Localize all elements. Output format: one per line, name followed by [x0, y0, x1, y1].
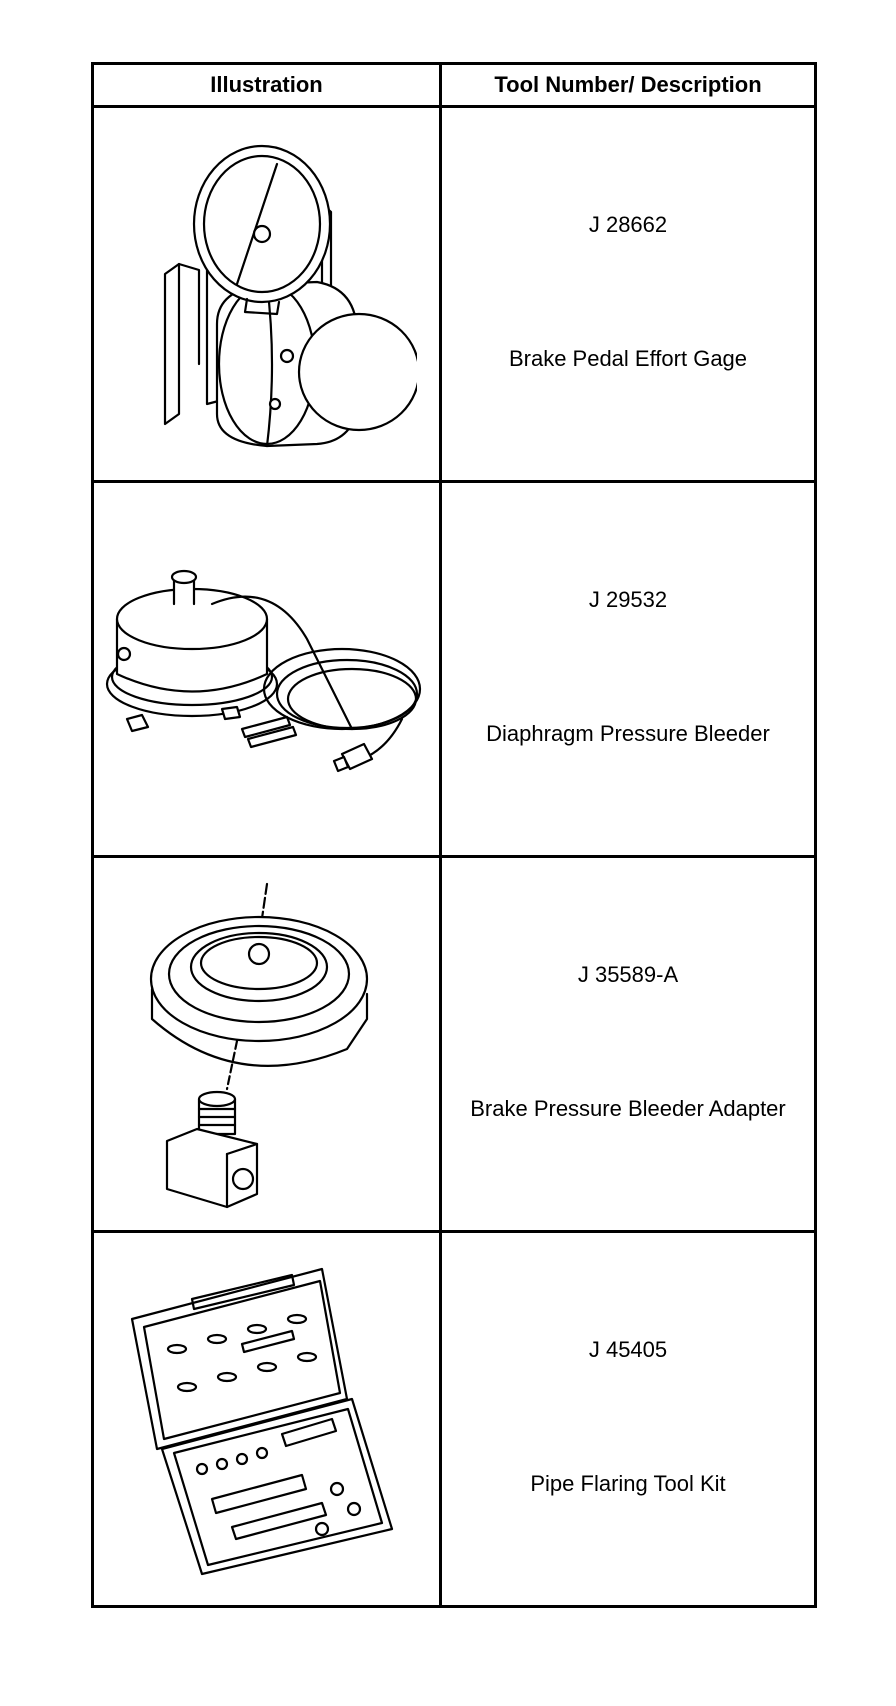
table-row: J 45405 Pipe Flaring Tool Kit [91, 1230, 817, 1608]
tool-description: Diaphragm Pressure Bleeder [486, 721, 770, 746]
pressure-gauge-illustration [163, 144, 417, 448]
table-row: J 35589-A Brake Pressure Bleeder Adapter [91, 855, 817, 1233]
pressure-bleeder-illustration [105, 569, 421, 773]
tool-description: Pipe Flaring Tool Kit [530, 1471, 726, 1496]
tool-description-cell: J 28662 Brake Pedal Effort Gage [439, 105, 817, 483]
illustration-cell [91, 855, 442, 1233]
tool-description-cell: J 35589-A Brake Pressure Bleeder Adapter [439, 855, 817, 1233]
tool-number: J 35589-A [577, 962, 679, 987]
table-row: J 29532 Diaphragm Pressure Bleeder [91, 480, 817, 858]
tool-number: J 29532 [588, 587, 668, 612]
tool-description-cell: J 29532 Diaphragm Pressure Bleeder [439, 480, 817, 858]
flaring-kit-illustration [130, 1267, 393, 1576]
tool-description: Brake Pedal Effort Gage [508, 346, 748, 371]
illustration-cell [91, 105, 442, 483]
tool-description-cell: J 45405 Pipe Flaring Tool Kit [439, 1230, 817, 1608]
table-header-row: Illustration Tool Number/ Description [91, 62, 817, 108]
tool-number: J 45405 [588, 1337, 668, 1362]
table-row: J 28662 Brake Pedal Effort Gage [91, 105, 817, 483]
tool-number: J 28662 [588, 212, 668, 237]
bleeder-adapter-illustration [149, 882, 368, 1209]
header-tool-number-description: Tool Number/ Description [439, 62, 817, 108]
tool-description: Brake Pressure Bleeder Adapter [470, 1096, 786, 1121]
illustration-cell [91, 480, 442, 858]
special-tools-table: Illustration Tool Number/ Description [91, 62, 817, 1608]
header-illustration: Illustration [91, 62, 442, 108]
illustration-cell [91, 1230, 442, 1608]
